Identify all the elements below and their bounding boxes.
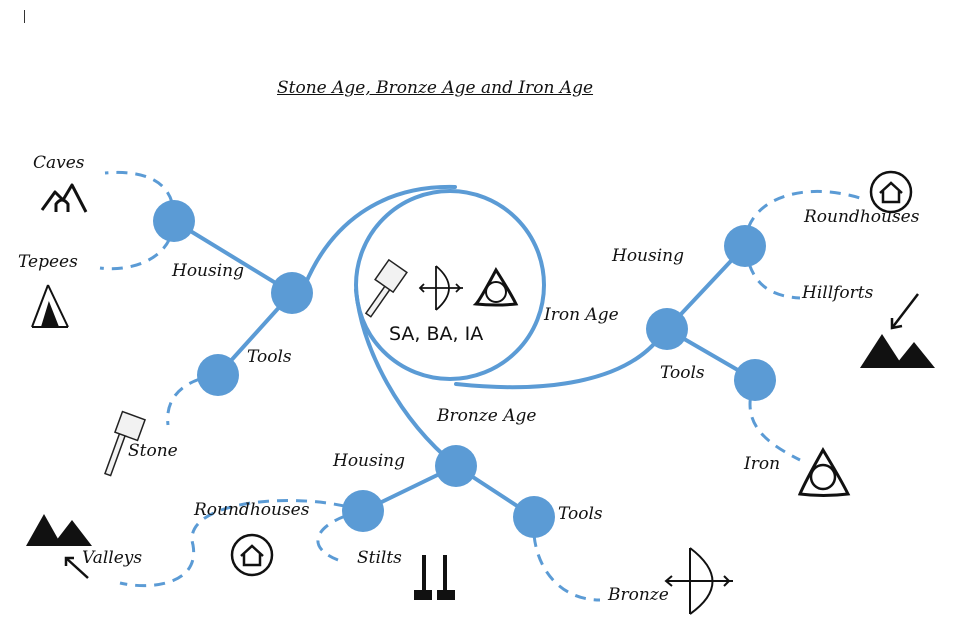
bow-arrow-icon-bronze: [664, 547, 733, 615]
label-bronze-roundhouses: Roundhouses: [194, 500, 310, 520]
dash-caves: [104, 170, 176, 222]
label-iron-housing: Housing: [612, 246, 685, 266]
mountain-icon-hillforts: [860, 334, 935, 368]
label-bronze-age: Bronze Age: [437, 406, 537, 426]
dash-iron-roundhouses: [743, 189, 861, 247]
text-cursor: [24, 10, 25, 23]
stone-housing-node: [153, 200, 195, 242]
cave-icon: [40, 183, 88, 213]
iron-hub-node: [646, 308, 688, 350]
link-stone-hub-housing: [172, 219, 294, 295]
center-label: SA, BA, IA: [389, 323, 484, 345]
bronze-housing-node: [342, 490, 384, 532]
house-icon-bronze: [230, 533, 274, 577]
label-caves: Caves: [33, 153, 85, 173]
label-iron-roundhouses: Roundhouses: [804, 207, 920, 227]
bronze-tools-node: [513, 496, 555, 538]
tepee-icon: [31, 284, 69, 328]
label-valleys: Valleys: [82, 548, 143, 568]
label-tepees: Tepees: [18, 252, 78, 272]
dash-bronze: [532, 516, 601, 602]
connector-center-bronze-hub: [354, 288, 457, 467]
mountain-icon-valleys: [26, 514, 92, 546]
label-bronze-housing: Housing: [333, 451, 406, 471]
label-iron: Iron: [744, 454, 781, 474]
label-iron-tools: Tools: [660, 363, 705, 383]
arrow-icon-hillforts: [890, 293, 919, 330]
label-bronze-tools: Tools: [558, 504, 603, 524]
diagram-title: Stone Age, Bronze Age and Iron Age: [277, 78, 594, 98]
stone-tools-node: [197, 354, 239, 396]
label-bronze: Bronze: [608, 585, 669, 605]
arrow-icon-valleys: [64, 556, 89, 579]
connector-center-stone-hub: [303, 184, 457, 287]
bow-arrow-icon: [418, 265, 463, 311]
stilts-icon: [414, 555, 455, 600]
celtic-knot-icon: [472, 267, 519, 307]
label-stone-tools: Tools: [247, 347, 292, 367]
stone-axe-icon: [364, 258, 408, 318]
bronze-hub-node: [435, 445, 477, 487]
stone-hub-node: [271, 272, 313, 314]
house-icon-iron: [869, 170, 913, 214]
center-node: [354, 189, 546, 381]
label-stilts: Stilts: [357, 548, 402, 568]
celtic-knot-icon-iron: [797, 447, 851, 497]
dash-valleys: [119, 499, 364, 588]
stone-axe-icon-small: [104, 410, 146, 477]
label-iron-age: Iron Age: [544, 305, 619, 325]
label-stone: Stone: [128, 441, 178, 461]
label-hillforts: Hillforts: [802, 283, 874, 303]
iron-tools-node: [734, 359, 776, 401]
iron-housing-node: [724, 225, 766, 267]
label-stone-housing: Housing: [172, 261, 245, 281]
connector-center-iron-hub: [454, 328, 667, 390]
